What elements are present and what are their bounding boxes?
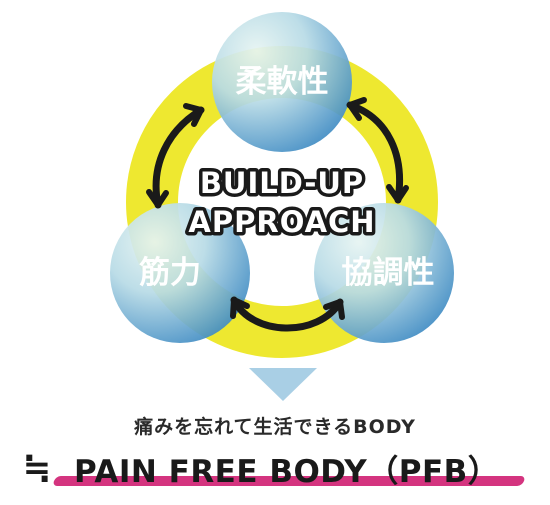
center-line-2: APPROACH	[188, 205, 375, 239]
arrow-flexibility-coordination	[346, 97, 409, 204]
result-tagline: 痛みを忘れて生活できるBODY	[134, 416, 416, 438]
circle-strength	[110, 203, 250, 343]
circle-flexibility	[212, 12, 352, 152]
circle-coordination	[314, 203, 454, 343]
result-title: PAIN FREE BODY（PFB）	[74, 453, 500, 490]
center-line-1: BUILD-UP	[200, 166, 364, 200]
arrow-strength-coordination	[230, 296, 345, 332]
label-flexibility: 柔軟性	[236, 64, 329, 100]
label-coordination: 協調性	[342, 255, 435, 291]
label-strength: 筋力	[139, 255, 201, 291]
result-down-arrow	[249, 368, 317, 401]
arrow-flexibility-strength	[146, 103, 205, 209]
result-row: ≒ PAIN FREE BODY（PFB）	[18, 440, 538, 496]
approx-equal-symbol: ≒	[22, 448, 52, 488]
